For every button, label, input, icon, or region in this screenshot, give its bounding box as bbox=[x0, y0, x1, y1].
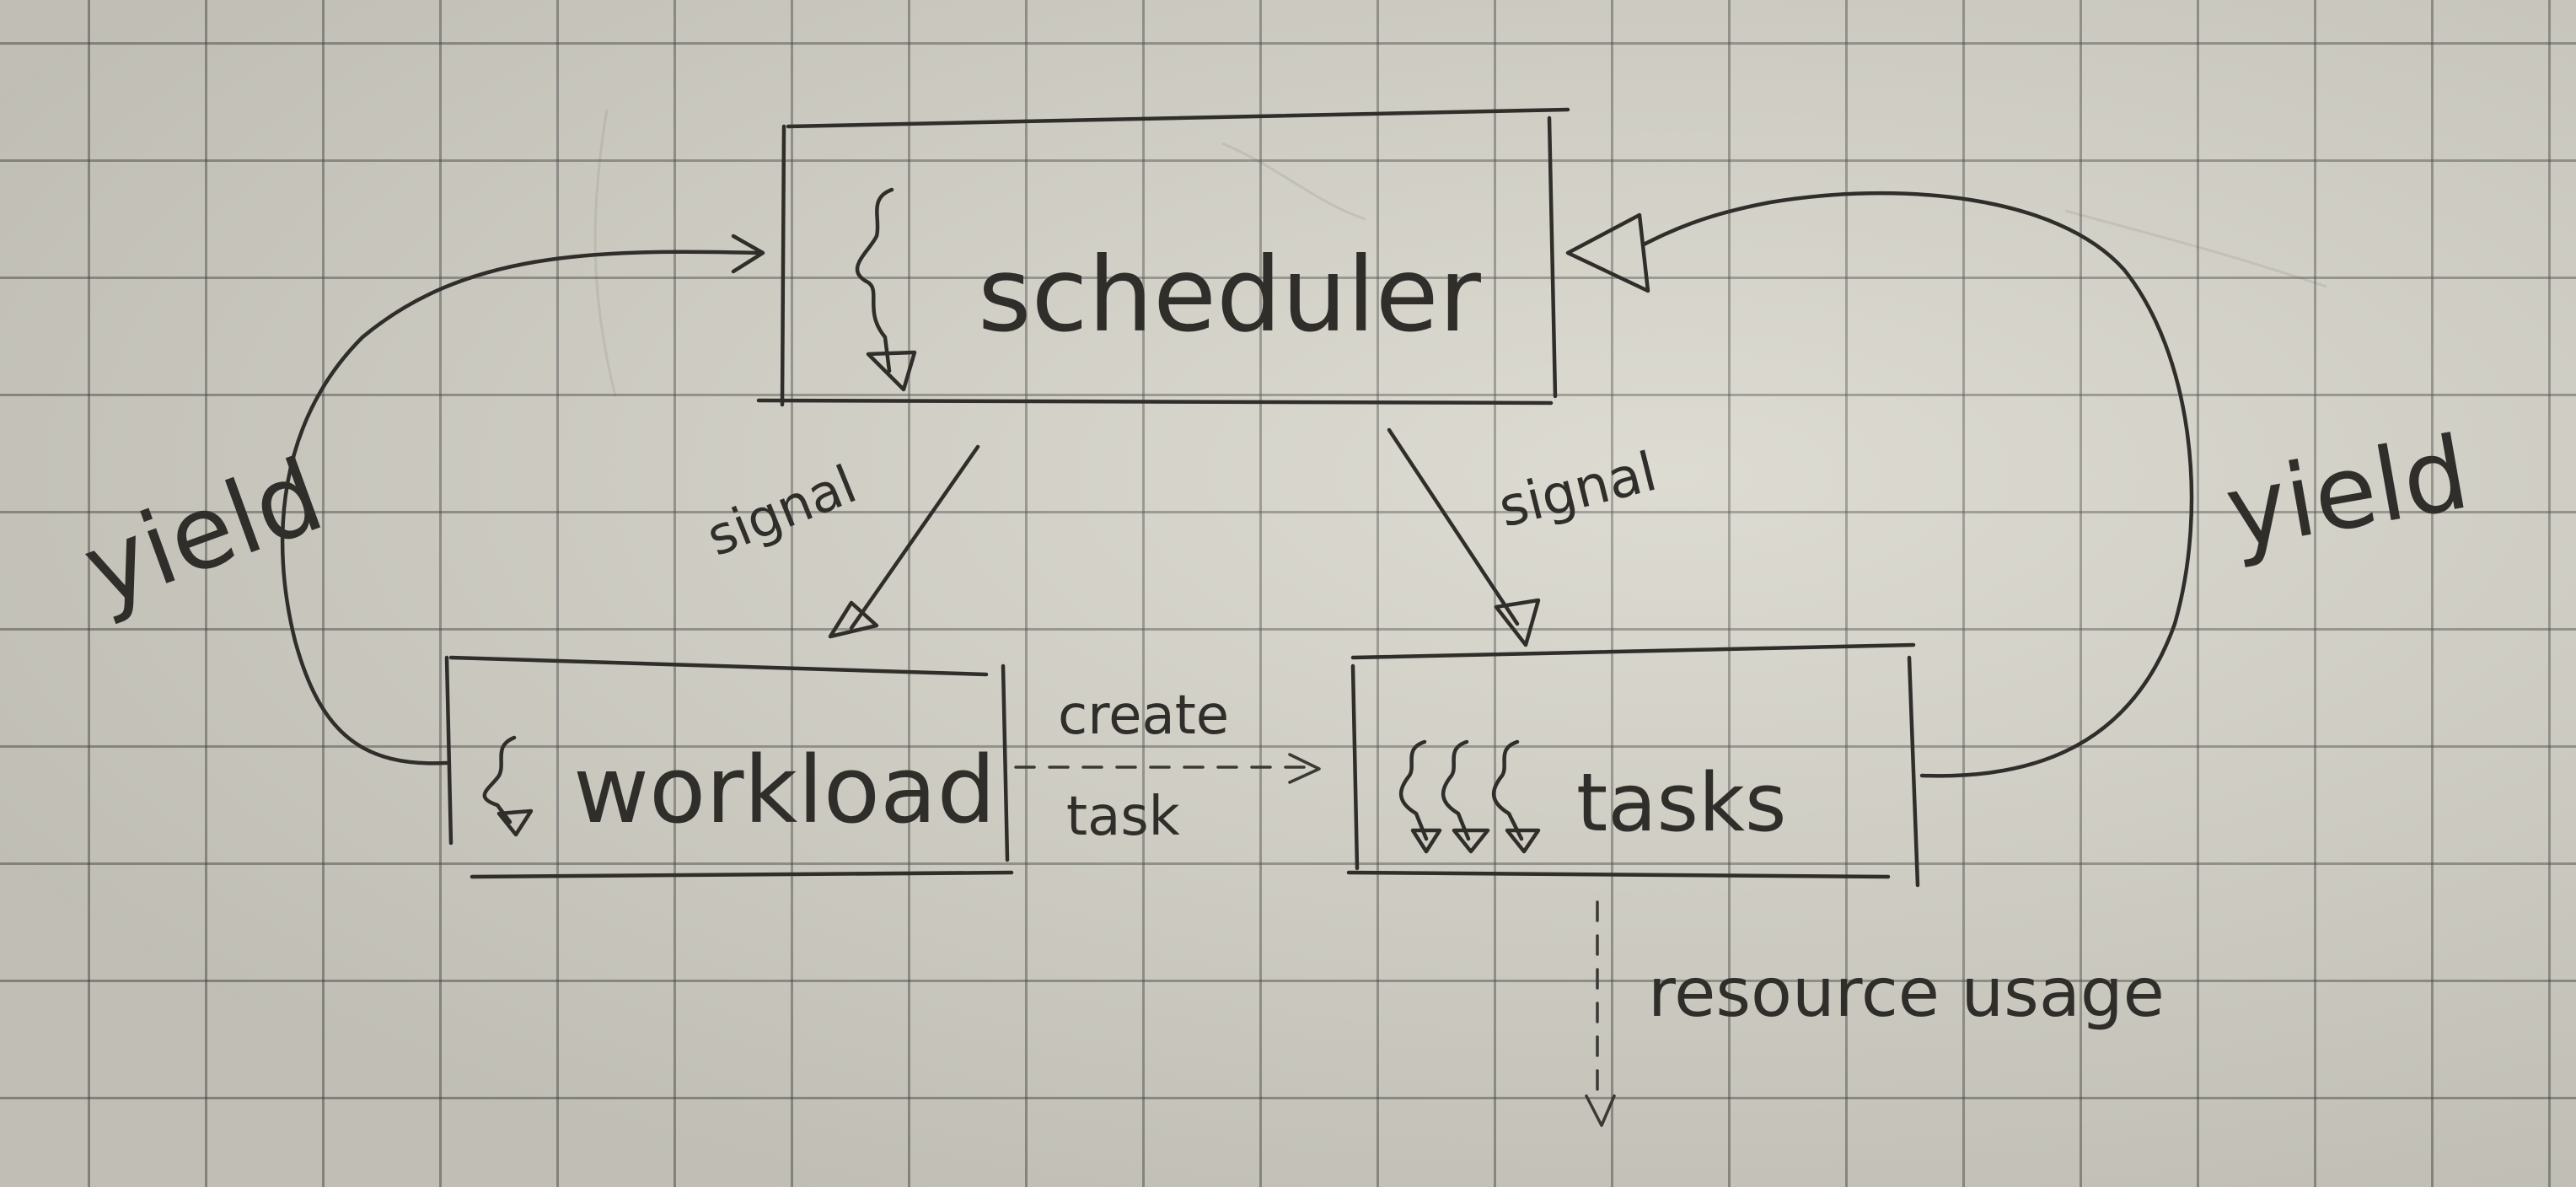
signal-right-arrowhead bbox=[1494, 598, 1541, 647]
workload-box bbox=[444, 655, 1014, 879]
create-label-line1: create bbox=[1058, 685, 1229, 747]
yield-right-label: yield bbox=[2218, 415, 2477, 572]
tasks-label: tasks bbox=[1576, 757, 1786, 850]
tasks-thread-icon-3 bbox=[1491, 739, 1524, 841]
tasks-node: tasks bbox=[1346, 642, 1920, 888]
signal-left-label: signal bbox=[698, 454, 864, 568]
yield-right-curve bbox=[1641, 191, 2194, 778]
scheduler-node: scheduler bbox=[756, 107, 1570, 407]
tasks-box bbox=[1346, 642, 1920, 888]
signal-edge-right: signal bbox=[1387, 427, 1663, 647]
tasks-thread-icon-1 bbox=[1398, 739, 1429, 841]
yield-edge-left: yield bbox=[69, 234, 765, 765]
create-task-edge: create task bbox=[1014, 685, 1321, 848]
scheduler-box bbox=[756, 107, 1570, 407]
scheduler-label: scheduler bbox=[978, 235, 1482, 355]
scheduler-thread-icon bbox=[855, 187, 894, 373]
signal-right-line bbox=[1387, 427, 1520, 626]
scheduler-thread-arrowhead bbox=[866, 350, 917, 392]
yield-left-arrowhead bbox=[731, 234, 765, 274]
create-task-arrowhead bbox=[1288, 753, 1321, 784]
yield-left-curve bbox=[280, 250, 761, 765]
signal-left-line bbox=[849, 444, 980, 631]
workload-label: workload bbox=[573, 736, 996, 844]
tasks-thread-icon-2 bbox=[1441, 739, 1471, 841]
tasks-thread-arrowhead-1 bbox=[1410, 828, 1442, 854]
workload-thread-icon bbox=[482, 735, 517, 824]
signal-right-label: signal bbox=[1493, 441, 1663, 540]
create-label-line2: task bbox=[1066, 786, 1180, 848]
resource-usage-edge: resource usage bbox=[1585, 900, 2165, 1127]
resource-usage-label: resource usage bbox=[1648, 953, 2165, 1032]
workload-thread-arrowhead bbox=[496, 808, 534, 837]
signal-left-arrowhead bbox=[828, 600, 879, 639]
workload-node: workload bbox=[444, 655, 1014, 879]
yield-edge-right: yield bbox=[1565, 191, 2477, 778]
signal-edge-left: signal bbox=[698, 444, 980, 639]
tasks-thread-arrowhead-2 bbox=[1452, 828, 1490, 854]
yield-left-label: yield bbox=[69, 437, 337, 630]
resource-usage-arrowhead bbox=[1585, 1094, 1616, 1127]
yield-right-arrowhead bbox=[1565, 212, 1650, 293]
tasks-thread-arrowhead-3 bbox=[1505, 828, 1541, 854]
